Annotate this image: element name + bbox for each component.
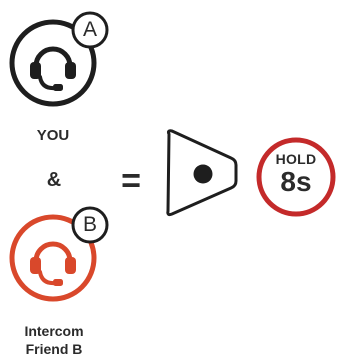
equals-sign: = bbox=[121, 162, 141, 200]
device-button-icon bbox=[166, 129, 238, 217]
hold-label: HOLD bbox=[275, 151, 317, 167]
hold-timer-badge bbox=[256, 137, 336, 217]
label-friend-b: Friend B bbox=[25, 341, 83, 357]
hold-duration: 8s bbox=[280, 166, 312, 197]
label-intercom: Intercom bbox=[24, 323, 84, 339]
center-button-icon bbox=[193, 164, 213, 184]
ampersand: & bbox=[46, 169, 62, 191]
badge-a bbox=[71, 11, 109, 49]
badge-b-letter: B bbox=[82, 213, 97, 236]
badge-a-letter: A bbox=[82, 18, 97, 41]
headset-a-group: A bbox=[0, 0, 120, 120]
headset-a-icon bbox=[9, 19, 97, 107]
headset-b-group: B bbox=[0, 195, 120, 315]
badge-b bbox=[71, 206, 109, 244]
headset-b-icon bbox=[9, 214, 97, 302]
label-you: YOU bbox=[36, 127, 70, 144]
